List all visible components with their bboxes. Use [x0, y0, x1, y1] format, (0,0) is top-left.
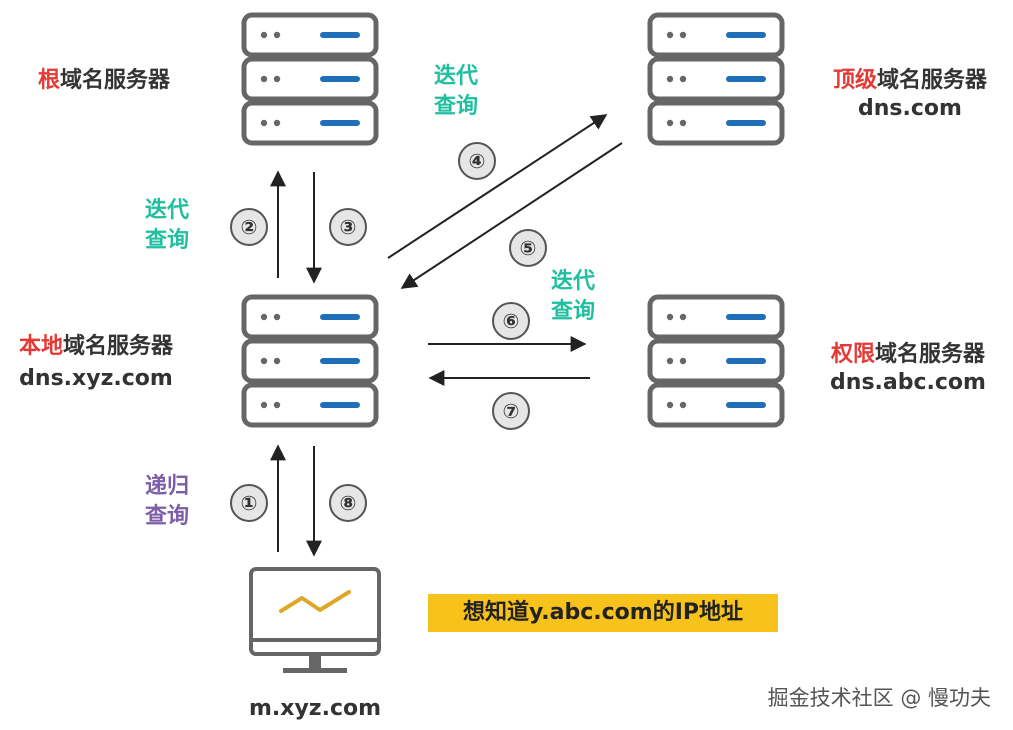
auth-server-icon [650, 297, 782, 425]
client-host: m.xyz.com [248, 696, 382, 721]
step-8-badge: ⑧ [329, 484, 367, 522]
step-7-badge: ⑦ [492, 392, 530, 430]
root-label-rest: 域名服务器 [60, 68, 171, 93]
computer-icon [249, 567, 381, 673]
local-server-label: 本地域名服务器 dns.xyz.com [0, 333, 192, 393]
recursive-line1: 递归 [145, 474, 190, 499]
step-4-badge: ④ [458, 142, 496, 180]
step-6-badge: ⑥ [492, 302, 530, 340]
query-goal-note: 想知道y.abc.com的IP地址 [428, 594, 778, 632]
local-host: dns.xyz.com [19, 366, 173, 391]
auth-label-rest: 域名服务器 [875, 342, 986, 367]
step-5-badge: ⑤ [509, 229, 547, 267]
auth-label-highlight: 权限 [830, 342, 875, 367]
local-label-rest: 域名服务器 [63, 334, 174, 359]
arrow-step-4 [387, 114, 608, 259]
iterative-query-label-right: 迭代 查询 [551, 267, 611, 327]
iter-b-line1: 迭代 [145, 198, 190, 223]
auth-server-label: 权限域名服务器 dns.abc.com [808, 341, 1008, 397]
iterative-query-label-top: 迭代 查询 [434, 62, 494, 122]
tld-host: dns.com [858, 96, 962, 121]
step-2-badge: ② [230, 208, 268, 246]
root-server-label: 根域名服务器 [38, 67, 170, 95]
root-server-icon [244, 15, 376, 143]
recursive-query-label: 递归 查询 [145, 472, 205, 532]
arrow-step-5 [400, 142, 623, 289]
iterative-query-label-left: 迭代 查询 [145, 196, 205, 256]
tld-label-highlight: 顶级 [832, 68, 877, 93]
step-3-badge: ③ [329, 208, 367, 246]
step-1-badge: ① [230, 484, 268, 522]
iter-a-line1: 迭代 [434, 64, 479, 89]
iter-c-line1: 迭代 [551, 269, 596, 294]
iter-a-line2: 查询 [434, 94, 479, 119]
tld-label-rest: 域名服务器 [877, 68, 988, 93]
local-label-highlight: 本地 [18, 334, 63, 359]
auth-host: dns.abc.com [830, 370, 986, 395]
watermark: 掘金技术社区 @ 慢功夫 [767, 686, 991, 710]
iter-b-line2: 查询 [145, 228, 190, 253]
iter-c-line2: 查询 [551, 299, 596, 324]
local-server-icon [244, 297, 376, 425]
root-label-highlight: 根 [38, 68, 61, 93]
tld-server-icon [650, 15, 782, 143]
recursive-line2: 查询 [145, 504, 190, 529]
tld-server-label: 顶级域名服务器 dns.com [810, 67, 1010, 123]
